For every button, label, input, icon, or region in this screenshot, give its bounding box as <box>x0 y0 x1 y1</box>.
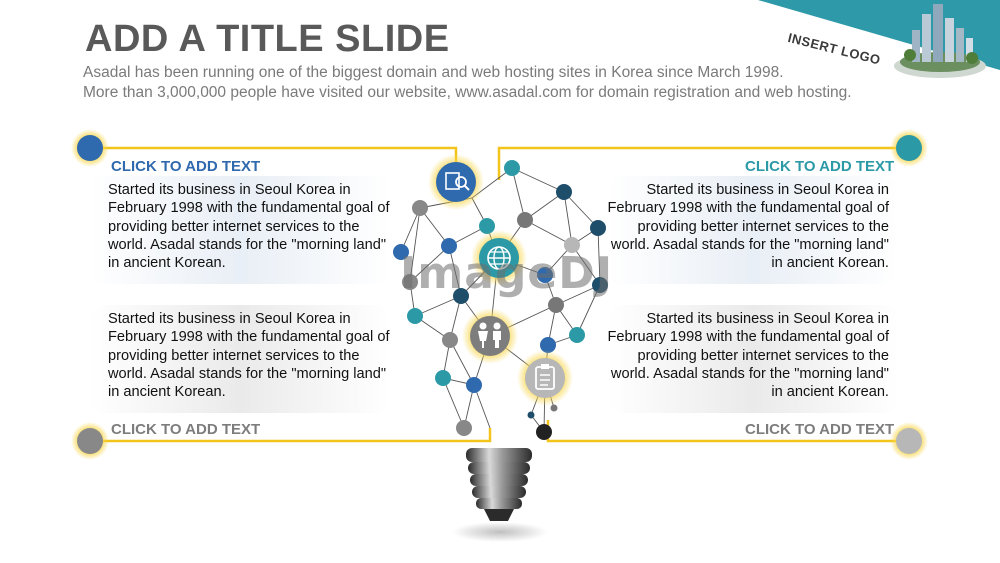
corner-dot-bottom-left <box>71 422 109 460</box>
subtitle-line-2[interactable]: More than 3,000,000 people have visited … <box>83 84 852 101</box>
subtitle-line-1[interactable]: Asadal has been running one of the bigge… <box>83 64 784 81</box>
watermark-text: ImageDJ <box>400 248 614 299</box>
heading-bottom-right[interactable]: CLICK TO ADD TEXT <box>745 421 895 438</box>
bulb-base-icon <box>452 448 548 542</box>
network-nodes <box>393 160 608 440</box>
network-edges <box>400 167 601 433</box>
body-text-bottom-right[interactable]: Started its business in Seoul Korea in F… <box>607 311 889 401</box>
people-icon-bubble <box>462 308 518 364</box>
globe-icon-bubble <box>471 230 527 286</box>
body-text-top-left[interactable]: Started its business in Seoul Korea in F… <box>108 182 390 272</box>
heading-bottom-left[interactable]: CLICK TO ADD TEXT <box>111 421 261 438</box>
text-panel-bottom-left <box>90 305 390 413</box>
body-text-bottom-left[interactable]: Started its business in Seoul Korea in F… <box>108 311 390 401</box>
corner-dot-bottom-right <box>890 422 928 460</box>
heading-top-left[interactable]: CLICK TO ADD TEXT <box>111 158 261 175</box>
text-panel-top-left <box>90 176 390 284</box>
slide-title[interactable]: ADD A TITLE SLIDE <box>85 18 450 60</box>
text-panel-top-right <box>608 176 898 284</box>
text-panel-bottom-right <box>608 305 898 413</box>
search-document-icon-bubble <box>428 154 484 210</box>
corner-dot-top-left <box>71 129 109 167</box>
clipboard-icon-bubble <box>517 350 573 406</box>
body-text-top-right[interactable]: Started its business in Seoul Korea in F… <box>607 182 889 272</box>
heading-top-right[interactable]: CLICK TO ADD TEXT <box>745 158 895 175</box>
corner-dot-top-right <box>890 129 928 167</box>
